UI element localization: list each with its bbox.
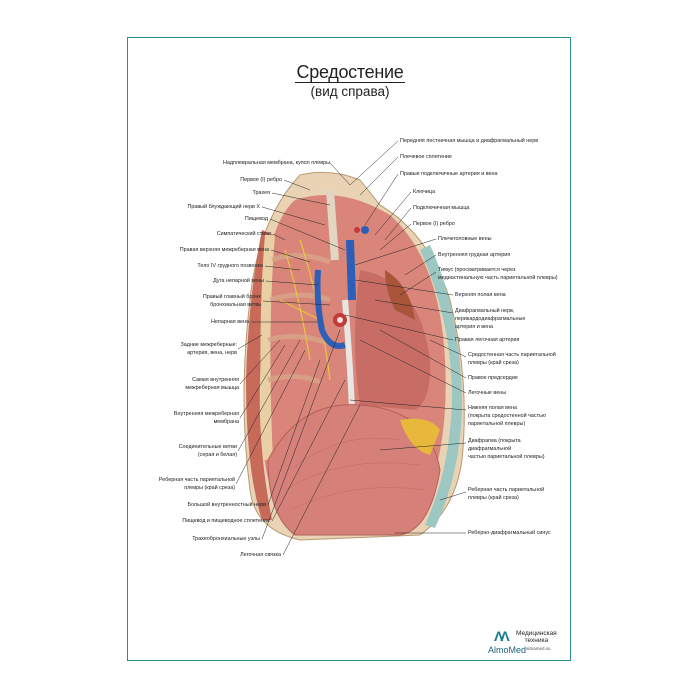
label-vagus-nerve: Правый блуждающий нерв X xyxy=(187,204,260,210)
label-pulmonary-ligament: Легочная связка xyxy=(240,552,281,558)
label-greater-splanchnic-nerve: Большой внутренностный нерв xyxy=(187,502,266,508)
label-suprapleural-membrane: Надплевральная мембрана, купол плевры xyxy=(222,160,330,166)
label-sympathetic-trunk: Симпатический ствол xyxy=(216,231,271,237)
label-trachea: Трахея xyxy=(252,190,270,196)
label-tracheobronchial-nodes: Трахеобронхиальные узлы xyxy=(192,536,260,542)
label-first-rib-right: Первое (I) ребро xyxy=(413,221,455,227)
label-clavicle: Ключица xyxy=(413,189,436,195)
diaphragm xyxy=(267,404,441,536)
rib-wall-left xyxy=(246,230,276,520)
trachea xyxy=(326,189,339,261)
leader-lines-right xyxy=(344,140,467,534)
label-right-pulmonary-artery: Правая легочная артерия xyxy=(455,337,520,343)
label-right-atrium: Правое предсердие xyxy=(468,375,518,381)
label-brachial-plexus: Плечевое сплетение xyxy=(400,154,452,160)
label-costodiaphragmatic-recess: Реберно-диафрагмальный синус xyxy=(468,530,551,536)
label-posterior-intercostals: Задние межреберные:артерия, вена, нерв xyxy=(180,342,237,356)
superior-vena-cava xyxy=(346,239,356,301)
label-subclavian-vessels: Правые подключичные артерия и вена xyxy=(400,171,498,177)
label-esophagus: Пищевод xyxy=(244,216,268,222)
label-rami-communicantes: Соединительные ветви(серая и белая) xyxy=(178,444,237,458)
label-brachiocephalic-veins: Плечеголовные вены xyxy=(438,236,492,242)
label-phrenic-nerve: Диафрагмальный нерв,перикардодиафрагмаль… xyxy=(455,308,526,330)
label-esophageal-plexus: Пищевод и пищеводное сплетение xyxy=(182,518,270,524)
label-first-rib-left: Первое (I) ребро xyxy=(240,177,282,183)
label-internal-thoracic-artery: Внутренняя грудная артерия xyxy=(438,252,511,258)
azygos-vein xyxy=(314,269,346,349)
label-superior-vena-cava: Верхняя полая вена xyxy=(455,292,506,298)
poster-title: Средостение xyxy=(294,62,406,83)
label-inferior-vena-cava: Нижняя полая вена(покрыта средостенной ч… xyxy=(468,405,546,427)
label-t4-vertebra: Тело IV грудного позвонка xyxy=(197,263,263,269)
label-azygos-arch: Дуга непарной вены xyxy=(213,278,264,284)
spine xyxy=(260,234,275,461)
poster-subtitle: (вид справа) xyxy=(310,84,390,99)
label-subclavius: Подключичная мышца xyxy=(413,205,470,211)
logo-mark-icon: ΛΛ xyxy=(494,628,510,644)
label-azygos-vein: Непарная вена xyxy=(211,319,249,325)
rib-wall-right xyxy=(420,245,462,528)
label-pulmonary-veins: Легочные вены xyxy=(468,390,507,396)
label-scalene-phrenic: Передняя лестничная мышца и диафрагмальн… xyxy=(400,138,539,144)
leader-lines-left xyxy=(235,162,361,556)
poster-frame xyxy=(127,37,571,661)
label-superior-intercostal-vein: Правая верхняя межреберная вена xyxy=(179,247,269,253)
esophagus xyxy=(342,299,355,411)
